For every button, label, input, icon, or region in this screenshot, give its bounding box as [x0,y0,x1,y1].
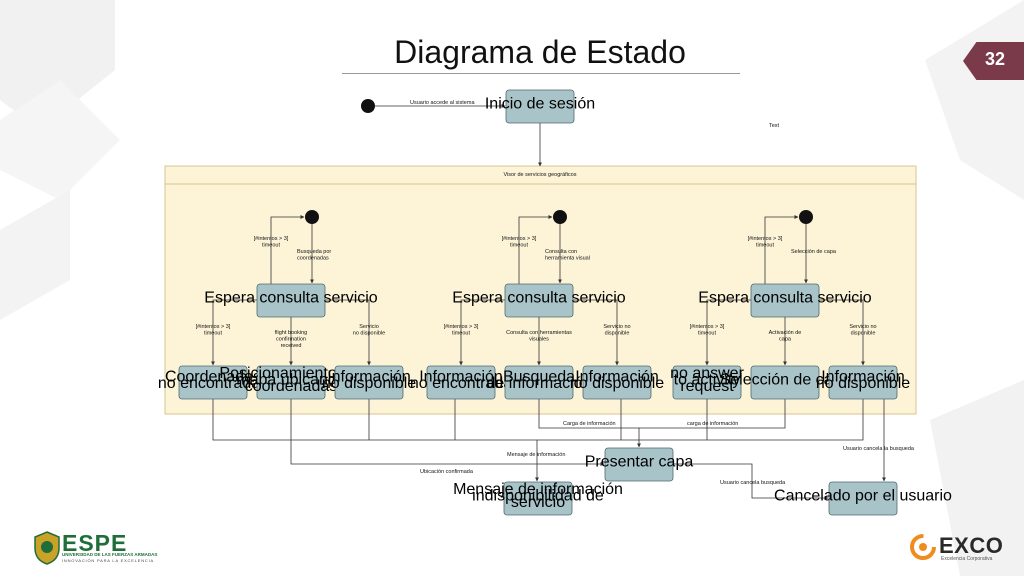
region-1-branch-3-state-label: Informaciónno disponible [322,368,416,392]
state-mensaje-indisponibilidad [503,481,573,516]
region-1-branch-1-guard: [#intentos > 3]timeout [196,324,231,337]
region-3-branch-1-edge [705,299,751,366]
edge-label-ubicacion-confirmada: Ubicación confirmada [420,469,474,475]
slide-title: Diagrama de Estado [394,34,686,70]
edge-label-carga-info-1: Carga de información [563,421,616,427]
edge-label-usuario-cancela-1: Usuario cancela la busqueda [843,446,915,452]
exco-logo-emblem [910,534,936,560]
region-3-branch-2-state-label: Selección de capa [720,372,851,389]
region-1-branch-1-state-label: Coordenadasno encontradas [158,368,268,392]
state-presentar-capa [604,447,674,482]
region-1-loop-edge [270,215,305,284]
exco-logo-tagline: Excelencia Corporativa [941,556,993,562]
region-1-branch-1-edge [211,299,257,366]
state-cancelado-usuario [828,481,898,516]
edge-usuario-cancela-2 [673,463,829,500]
region-1-loop-guard: [#intentos > 3]timeout [254,236,289,249]
region-3-branch-1-state [672,365,742,400]
edge-label-carga-info-2: carga de información [687,421,738,427]
espe-logo-emblem [34,531,60,565]
region-3-loop-guard: [#intentos > 3]timeout [748,236,783,249]
region-1-wait-state-label: Espera consulta servicio [204,290,378,307]
region-3-wait-state [750,283,820,318]
composite-state-title: Visor de servicios geográficos [504,172,577,178]
region-3-initial [799,210,813,224]
region-2-branch-1-state [426,365,496,400]
state-inicio-sesion [505,89,575,124]
region-2-branch-3-edge [573,299,619,366]
region-3-branch-3-edge [819,299,865,366]
region-1-wait-state [256,283,326,318]
region-3-wait-state-label: Espera consulta servicio [698,290,872,307]
region-2-wait-state [504,283,574,318]
region-2-branch-2-state [504,365,574,400]
espe-logo-subtitle: UNIVERSIDAD DE LAS FUERZAS ARMADAS [62,552,158,557]
region-2-loop-guard: [#intentos > 3]timeout [502,236,537,249]
region-2-wait-state-label: Espera consulta servicio [452,290,626,307]
region-2-initial [553,210,567,224]
region-2-loop-edge [518,215,553,284]
edge-carga-info-2 [639,399,786,429]
page-number: 32 [985,49,1006,69]
region-3-entry-label: Selección de capa [791,249,837,255]
initial-state [361,99,375,113]
espe-logo-tagline: INNOVACIÓN PARA LA EXCELENCIA [62,558,154,563]
region-2-branch-1-guard: [#intentos > 3]timeout [444,324,479,337]
region-3-branch-3-state-label: Informaciónno disponible [816,368,910,392]
edge-coord-no-encontradas-to-mensaje [212,399,539,482]
edge-label-usuario-accede: Usuario accede al sistema [410,100,475,106]
region-1-initial [305,210,319,224]
region-1-branch-2-state-label: Posicionamiento delmapa ubicandocoordena… [219,365,362,395]
state-mensaje-indisponibilidad-label: Mensaje de informaciónindisponibilidad d… [453,481,623,511]
region-1-branch-1-state [178,365,248,400]
edge-info-no-disp-3-to-mensaje [537,399,864,441]
region-3-loop-edge [764,215,799,284]
region-3-branch-1-guard: [#intentos > 3]timeout [690,324,725,337]
espe-logo-text: ESPE [62,530,128,556]
edge-label-usuario-cancela-2: Usuario cancela busqueda [720,480,786,486]
region-2-branch-2-state-label: Busquedade información [487,368,592,392]
region-2-branch-1-edge [459,299,505,366]
region-1-branch-3-state [334,365,404,400]
title-underline [342,73,740,74]
region-1-branch-3-edge [325,299,371,366]
page-number-badge [963,42,1024,80]
region-2-branch-3-state-label: Informaciónno disponible [570,368,664,392]
region-1-branch-2-state [256,365,326,400]
region-2-branch-1-state-label: Informaciónno encontrada [410,368,512,392]
region-3-branch-2-state [750,365,820,400]
edge-carga-info-1 [538,399,641,448]
edge-ubicacion-confirmada [290,399,605,466]
region-3-branch-3-state [828,365,898,400]
state-cancelado-usuario-label: Cancelado por el usuario [774,488,952,505]
state-inicio-sesion-label: Inicio de sesión [485,96,595,113]
note-text: Text [769,123,780,129]
region-2-branch-3-state [582,365,652,400]
state-presentar-capa-label: Presentar capa [585,454,694,471]
exco-logo-text: EXCO [939,533,1004,558]
region-3-branch-1-state-label: no answerto activityrequest [670,365,744,395]
edge-label-mensaje-informacion: Mensaje de información [507,452,565,458]
